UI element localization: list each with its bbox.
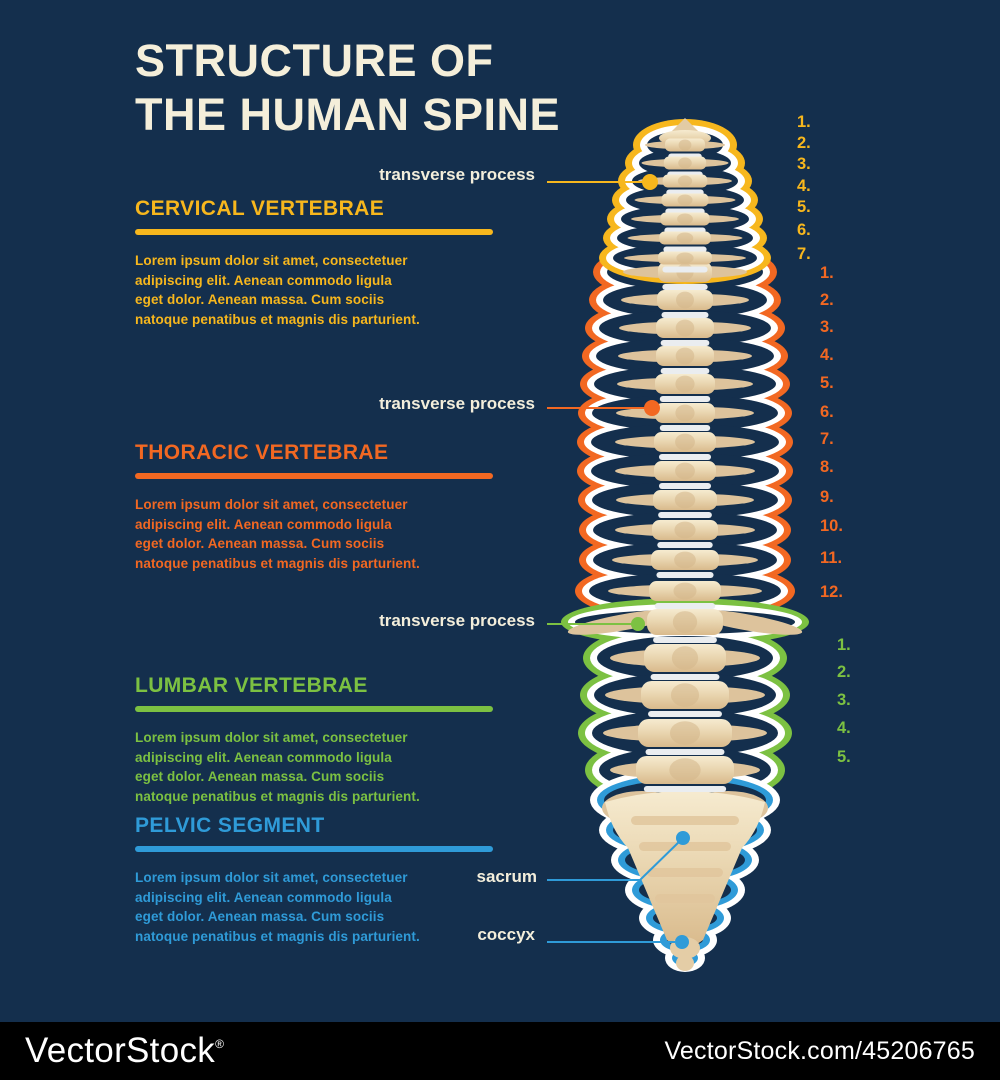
vertebra-number: 4. <box>797 177 811 195</box>
vertebra-number: 1. <box>797 113 811 131</box>
vertebra-number: 9. <box>820 488 834 506</box>
leader-cervical <box>547 174 658 190</box>
vertebra-number: 3. <box>820 318 834 336</box>
section-lumbar: LUMBAR VERTEBRAE Lorem ipsum dolor sit a… <box>135 674 497 806</box>
lumbar-description: Lorem ipsum dolor sit amet, consectetuer… <box>135 730 420 804</box>
vertebra-number: 3. <box>837 691 851 709</box>
vertebra-number: 5. <box>820 374 834 392</box>
vertebra-number: 2. <box>797 134 811 152</box>
vertebra-number: 2. <box>837 663 851 681</box>
vertebra-number: 1. <box>837 636 851 654</box>
thoracic-heading: THORACIC VERTEBRAE <box>135 441 389 464</box>
section-thoracic: THORACIC VERTEBRAE Lorem ipsum dolor sit… <box>135 441 497 573</box>
pelvic-description: Lorem ipsum dolor sit amet, consectetuer… <box>135 870 420 944</box>
vertebra-number: 7. <box>797 245 811 263</box>
vertebra-number: 3. <box>797 155 811 173</box>
vertebra-number: 6. <box>820 403 834 421</box>
cervical-description: Lorem ipsum dolor sit amet, consectetuer… <box>135 253 420 327</box>
page-title: STRUCTURE OF THE HUMAN SPINE <box>135 34 560 142</box>
vertebra-number: 5. <box>837 748 851 766</box>
pelvic-underline <box>135 846 493 852</box>
spinal-column-bone <box>567 118 803 971</box>
cervical-underline <box>135 229 493 235</box>
page-title-line1: STRUCTURE OF <box>135 35 494 86</box>
callout-coccyx: coccyx <box>477 925 535 944</box>
callout-transverse-process-cervical: transverse process <box>379 165 535 184</box>
vertebra-number: 10. <box>820 517 843 535</box>
callout-transverse-process-thoracic: transverse process <box>379 394 535 413</box>
callout-transverse-process-lumbar: transverse process <box>379 611 535 630</box>
section-cervical: CERVICAL VERTEBRAE Lorem ipsum dolor sit… <box>135 197 497 329</box>
pelvic-heading: PELVIC SEGMENT <box>135 814 325 837</box>
vertebra-number: 1. <box>820 264 834 282</box>
lumbar-underline <box>135 706 493 712</box>
leader-thoracic <box>547 400 660 416</box>
vertebra-number: 5. <box>797 198 811 216</box>
thoracic-description: Lorem ipsum dolor sit amet, consectetuer… <box>135 497 420 571</box>
leader-coccyx <box>547 935 689 949</box>
vertebra-number: 8. <box>820 458 834 476</box>
callout-sacrum: sacrum <box>476 867 537 886</box>
vertebra-number: 4. <box>820 346 834 364</box>
vertebra-number: 11. <box>820 549 843 567</box>
thoracic-underline <box>135 473 493 479</box>
lumbar-heading: LUMBAR VERTEBRAE <box>135 674 368 697</box>
vertebra-number: 12. <box>820 583 843 601</box>
vertebra-number: 2. <box>820 291 834 309</box>
registered-mark: ® <box>215 1037 225 1051</box>
page-title-line2: THE HUMAN SPINE <box>135 89 561 140</box>
leader-sacrum <box>547 831 690 881</box>
vertebra-number: 6. <box>797 221 811 239</box>
spine-illustration <box>547 118 809 972</box>
vectorstock-logo: VectorStock® <box>25 1031 225 1070</box>
vertebra-number: 4. <box>837 719 851 737</box>
section-pelvic: PELVIC SEGMENT Lorem ipsum dolor sit ame… <box>135 814 497 946</box>
vertebra-number: 7. <box>820 430 834 448</box>
watermark-bar: VectorStock® VectorStock.com/45206765 <box>0 1022 1000 1080</box>
cervical-heading: CERVICAL VERTEBRAE <box>135 197 385 220</box>
leader-lumbar <box>547 617 645 631</box>
vectorstock-credit: VectorStock.com/45206765 <box>664 1036 975 1065</box>
